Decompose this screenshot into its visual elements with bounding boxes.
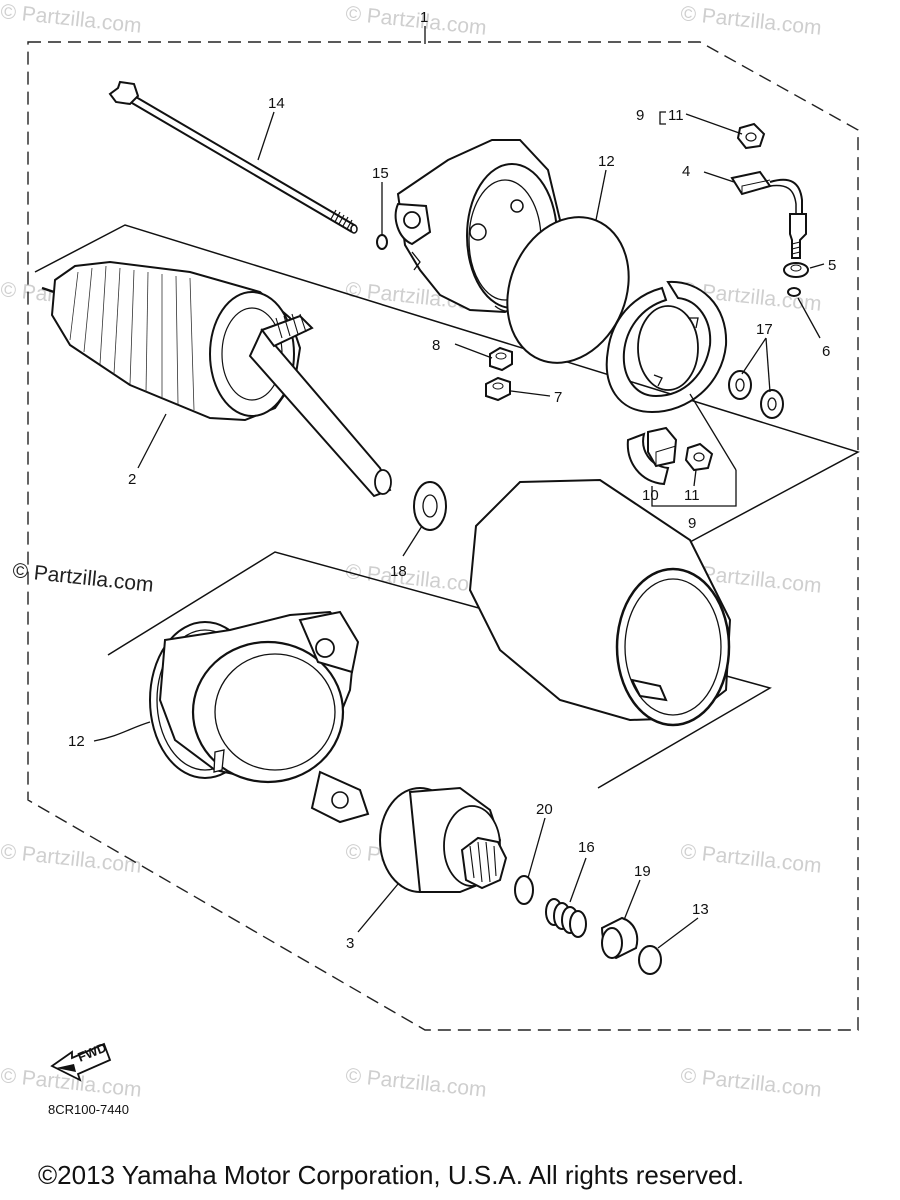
nut-7: [485, 376, 511, 402]
figure-code: 8CR100-7440: [48, 1102, 129, 1117]
watermark: © Partzilla.com: [679, 840, 822, 878]
front-cover: [149, 610, 370, 824]
starter-clutch: [379, 786, 508, 893]
copyright-notice: ©2013 Yamaha Motor Corporation, U.S.A. A…: [38, 1160, 744, 1190]
stopper-19: [600, 916, 639, 960]
brush-holder-clip-top: [736, 122, 766, 150]
watermark: © Partzilla.com: [344, 1064, 487, 1102]
callout-18: 18: [390, 563, 407, 580]
nut-8: [489, 346, 513, 372]
brush-holder-clip-bottom: [684, 442, 714, 472]
callout-9-top: 9: [636, 107, 644, 124]
upper-plane-outline: [34, 224, 860, 543]
callout-14: 14: [268, 95, 285, 112]
leader-lines: [93, 26, 825, 949]
callout-17: 17: [756, 321, 773, 338]
callout-11-bottom: 11: [684, 487, 700, 504]
callout-5: 5: [828, 257, 836, 274]
callout-9-bottom: 9: [688, 515, 696, 532]
callout-15: 15: [372, 165, 389, 182]
spring-16: [545, 898, 587, 938]
callout-1: 1: [420, 9, 428, 26]
watermark: © Partzilla.com: [0, 0, 143, 38]
yoke-housing: [468, 478, 732, 727]
watermarks: © Partzilla.com © Partzilla.com © Partzi…: [0, 0, 823, 1102]
callout-8: 8: [432, 337, 440, 354]
callout-20: 20: [536, 801, 553, 818]
armature: [41, 260, 392, 498]
o-ring-6: [787, 287, 801, 297]
callout-6: 6: [822, 343, 830, 360]
callout-16: 16: [578, 839, 595, 856]
brush-holder-10: [626, 426, 678, 486]
callout-11-top: 11: [668, 107, 684, 124]
washers-17: [728, 370, 784, 419]
watermark: © Partzilla.com: [679, 1064, 822, 1102]
brush-with-lead: [730, 170, 807, 259]
callouts: 1 14 15 12 4 9 11 5 6 17 8 7 2 10 11 9 1…: [68, 9, 836, 952]
assembly-boundary: [27, 41, 859, 1031]
callout-12-top: 12: [598, 153, 615, 170]
callout-12-bottom: 12: [68, 733, 85, 750]
through-bolt: [108, 80, 358, 234]
nut-5: [783, 262, 809, 278]
brush-plate: [605, 280, 728, 414]
callout-3: 3: [346, 935, 354, 952]
callout-19: 19: [634, 863, 651, 880]
watermark: © Partzilla.com: [344, 2, 487, 40]
circlip-20: [514, 875, 534, 905]
watermark: © Partzilla.com: [344, 560, 487, 598]
watermark: © Partzilla.com: [0, 840, 143, 878]
callout-2: 2: [128, 471, 136, 488]
o-ring-small: [376, 234, 388, 250]
callout-4: 4: [682, 163, 690, 180]
o-ring-large-rear: [506, 216, 630, 364]
circlip-13: [638, 945, 662, 975]
washer-18: [413, 481, 447, 531]
watermark-prominent: © Partzilla.com: [11, 559, 154, 597]
callout-13: 13: [692, 901, 709, 918]
callout-7: 7: [554, 389, 562, 406]
callout-10: 10: [642, 487, 659, 504]
watermark: © Partzilla.com: [679, 2, 822, 40]
